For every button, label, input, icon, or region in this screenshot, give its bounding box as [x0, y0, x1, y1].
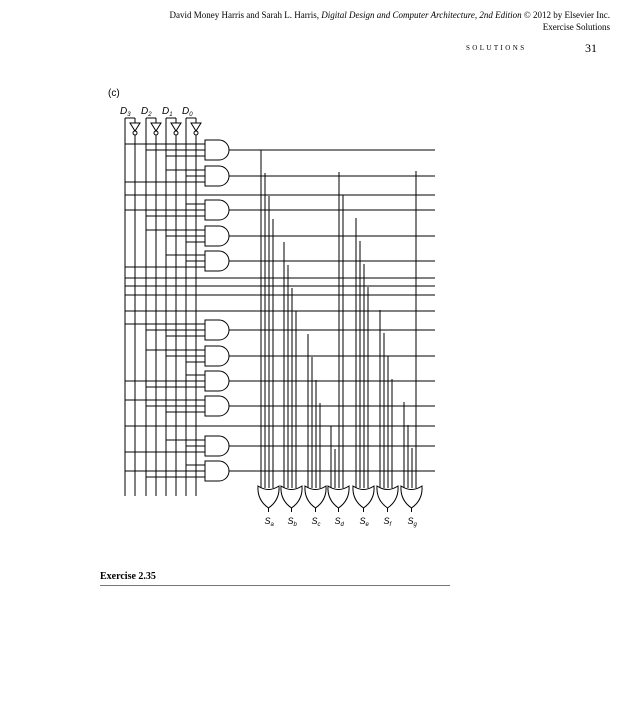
- input-label-d1: D1: [162, 106, 173, 118]
- header-subtitle: Exercise Solutions: [542, 22, 610, 32]
- and-gate: [204, 250, 230, 272]
- output-label-sf: Sf: [384, 516, 393, 528]
- running-header: David Money Harris and Sarah L. Harris, …: [0, 10, 610, 21]
- output-label-se: Se: [360, 516, 370, 528]
- section-label: SOLUTIONS: [466, 44, 527, 52]
- and-gate: [204, 460, 230, 482]
- output-label-sb: Sb: [288, 516, 298, 528]
- inverter-gate: [150, 122, 162, 132]
- inverter-bubble: [132, 130, 138, 136]
- or-gate: [257, 485, 280, 509]
- or-gate: [376, 485, 399, 509]
- or-gate: [327, 485, 350, 509]
- exercise-rule: [100, 585, 450, 586]
- output-label-sd: Sd: [335, 516, 345, 528]
- or-gate: [400, 485, 423, 509]
- header-authors: David Money Harris and Sarah L. Harris,: [169, 10, 322, 20]
- and-gate: [204, 165, 230, 187]
- inverter-bubble: [153, 130, 159, 136]
- and-gate: [204, 319, 230, 341]
- inverter-bubble: [173, 130, 179, 136]
- input-label-d3: D3: [120, 106, 131, 118]
- inverter-gate: [170, 122, 182, 132]
- or-gate: [304, 485, 327, 509]
- or-gate: [280, 485, 303, 509]
- and-gate: [204, 225, 230, 247]
- page-number: 31: [585, 41, 597, 55]
- input-label-d0: D0: [182, 106, 193, 118]
- inverter-gate: [190, 122, 202, 132]
- and-gate: [204, 139, 230, 161]
- input-label-d2: D2: [141, 106, 152, 118]
- inverter-gate: [129, 122, 141, 132]
- output-label-sc: Sc: [312, 516, 321, 528]
- or-gate: [352, 485, 375, 509]
- figure-part-label: (c): [108, 88, 120, 99]
- header-copyright: © 2012 by Elsevier Inc.: [521, 10, 610, 20]
- and-gate: [204, 435, 230, 457]
- and-gate: [204, 199, 230, 221]
- and-gate: [204, 370, 230, 392]
- output-label-sa: Sa: [265, 516, 275, 528]
- header-book-title: Digital Design and Computer Architecture…: [321, 10, 522, 20]
- and-gate: [204, 395, 230, 417]
- output-label-sg: Sg: [408, 516, 418, 528]
- and-gate: [204, 345, 230, 367]
- inverter-bubble: [193, 130, 199, 136]
- exercise-title: Exercise 2.35: [100, 571, 156, 582]
